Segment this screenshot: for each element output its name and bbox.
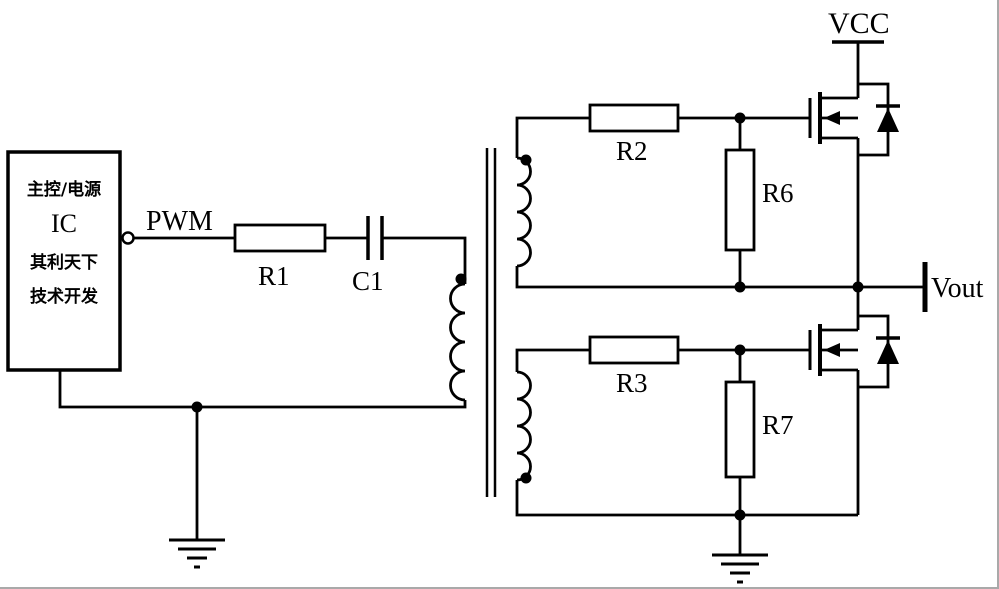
secondary-top-phase-dot xyxy=(520,154,532,166)
r2-label: R2 xyxy=(616,136,648,166)
pwm-label: PWM xyxy=(146,206,213,237)
secondary-bottom-phase-dot xyxy=(520,472,532,484)
r7-label: R7 xyxy=(762,410,794,440)
ground-symbol xyxy=(712,553,768,584)
body-diode-bottom xyxy=(877,340,899,364)
wire xyxy=(382,236,467,284)
mosfet-arrow xyxy=(824,111,840,125)
resistor-r6 xyxy=(724,148,756,252)
c1-label: C1 xyxy=(352,266,384,296)
transformer-primary-winding xyxy=(449,282,466,402)
vout-label: Vout xyxy=(931,273,984,304)
junction-dot xyxy=(734,281,746,293)
mosfet-bottom xyxy=(808,314,900,389)
primary-phase-dot xyxy=(455,273,467,285)
wire xyxy=(515,116,590,158)
ic-box-line2: IC xyxy=(51,209,77,238)
ic-box-line3: 其利天下 xyxy=(30,252,98,273)
ic-box-line1: 主控/电源 xyxy=(27,179,101,200)
r1-label: R1 xyxy=(258,261,290,291)
wire xyxy=(515,480,858,517)
r6-label: R6 xyxy=(762,178,794,208)
pwm-terminal xyxy=(121,231,135,245)
ic-box xyxy=(6,150,122,372)
mosfet-top xyxy=(808,82,900,157)
mosfet-arrow xyxy=(824,343,840,357)
wire xyxy=(515,266,925,289)
body-diode-top xyxy=(877,108,899,132)
transformer-secondary-top xyxy=(516,156,532,268)
vcc-label: VCC xyxy=(828,7,890,40)
transformer-secondary-bottom xyxy=(516,370,532,482)
ic-box-line4: 技术开发 xyxy=(30,286,99,307)
wire xyxy=(515,348,590,372)
r3-label: R3 xyxy=(616,368,648,398)
resistor-r2 xyxy=(588,103,680,133)
ground-symbol xyxy=(169,538,225,569)
resistor-r3 xyxy=(588,335,680,365)
resistor-r7 xyxy=(724,380,756,479)
wire xyxy=(58,370,467,409)
resistor-r1 xyxy=(233,223,327,253)
